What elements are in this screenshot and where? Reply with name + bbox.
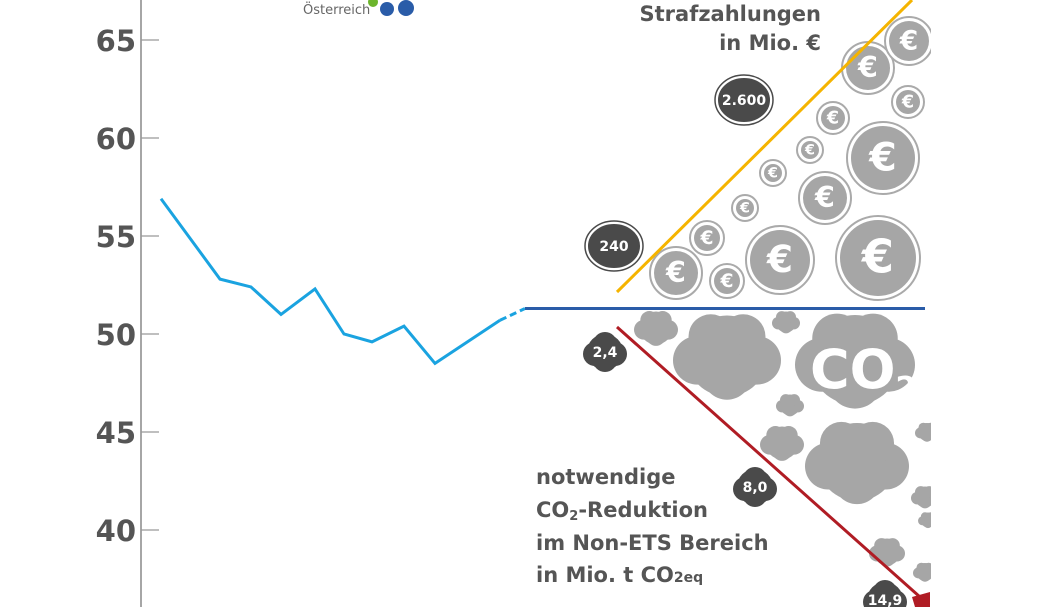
y-tick-label: 60 <box>96 122 136 156</box>
y-tick-label: 40 <box>96 514 136 548</box>
penalty-badge-value: 2.600 <box>722 93 767 109</box>
svg-text:€: € <box>739 201 750 217</box>
co2-cloud-icon <box>776 394 804 417</box>
logo-dot-blue <box>380 2 394 16</box>
euro-coin-icon: € <box>689 220 725 256</box>
euro-coin-icon: € <box>884 16 934 66</box>
euro-coin-icon: € <box>745 225 815 295</box>
penalty-badge: 2.600 <box>714 74 774 126</box>
euro-coin-icon: € <box>835 215 921 301</box>
co2-cloud-icon <box>772 311 800 334</box>
svg-text:€: € <box>826 109 839 129</box>
right-margin <box>931 0 1056 607</box>
co2-cloud-icon <box>795 313 915 409</box>
co2-cloud-icon <box>673 314 781 400</box>
co2-cloud-icon <box>869 538 906 567</box>
svg-text:€: € <box>665 255 686 289</box>
penalty-label-2: in Mio. € <box>719 31 821 55</box>
reduction-badge: 14,9 <box>863 580 907 607</box>
reduction-badge-value: 14,9 <box>868 593 903 607</box>
emissions-line <box>159 197 501 366</box>
y-tick-label: 55 <box>96 220 136 254</box>
logo: Österreich <box>303 0 414 18</box>
reduction-line <box>616 325 921 599</box>
svg-text:€: € <box>766 237 793 281</box>
co2-cloud-icon <box>634 311 678 346</box>
reduction-label-1: notwendige <box>536 465 676 489</box>
co2-cloud-icon <box>760 426 804 461</box>
svg-text:€: € <box>719 271 733 292</box>
penalty-badge: 240 <box>584 220 644 272</box>
reduction-label-2: CO2-Reduktion <box>536 498 708 524</box>
svg-text:€: € <box>901 93 914 113</box>
reduction-label-4: in Mio. t CO2eq <box>536 563 703 587</box>
reduction-arrowhead <box>912 592 930 607</box>
euro-coin-icon: € <box>891 85 925 119</box>
clouds-group <box>634 311 939 582</box>
cloud-co2-text: CO2 <box>810 338 916 406</box>
y-tick-label: 50 <box>96 318 136 352</box>
penalty-badge-value: 240 <box>599 239 628 255</box>
reduction-badge-value: 2,4 <box>593 345 618 361</box>
y-tick-label: 45 <box>96 416 136 450</box>
euro-coin-icon: € <box>798 171 852 225</box>
euro-coin-icon: € <box>796 136 824 164</box>
euro-coin-icon: € <box>759 159 787 187</box>
logo-text: Österreich <box>303 1 370 18</box>
svg-text:€: € <box>699 228 713 249</box>
svg-text:€: € <box>899 25 918 56</box>
svg-text:€: € <box>814 180 835 214</box>
svg-text:€: € <box>857 50 878 84</box>
co2-cloud-icon <box>805 421 909 505</box>
reduction-label-3: im Non-ETS Bereich <box>536 531 769 555</box>
svg-text:€: € <box>804 143 815 159</box>
reduction-badge: 2,4 <box>583 332 627 372</box>
reduction-badge: 8,0 <box>733 467 777 507</box>
euro-coin-icon: € <box>709 263 745 299</box>
euro-coin-icon: € <box>846 121 920 195</box>
y-tick-label: 65 <box>96 24 136 58</box>
logo-dot-green <box>368 0 378 7</box>
penalty-line <box>615 0 914 294</box>
euro-coin-icon: € <box>731 194 759 222</box>
euro-coin-icon: € <box>841 41 895 95</box>
penalty-label-1: Strafzahlungen <box>640 2 822 26</box>
coins-group: € € € € € € € € € € € € € € <box>649 16 934 301</box>
reduction-badge-value: 8,0 <box>743 480 768 496</box>
euro-coin-icon: € <box>816 101 850 135</box>
emissions-projection <box>499 307 526 322</box>
svg-text:€: € <box>868 135 897 181</box>
euro-coin-icon: € <box>649 246 703 300</box>
svg-text:€: € <box>861 230 894 284</box>
logo-dot-blue <box>398 0 414 16</box>
co2-cloud-icon <box>913 562 937 582</box>
svg-text:€: € <box>767 166 778 182</box>
